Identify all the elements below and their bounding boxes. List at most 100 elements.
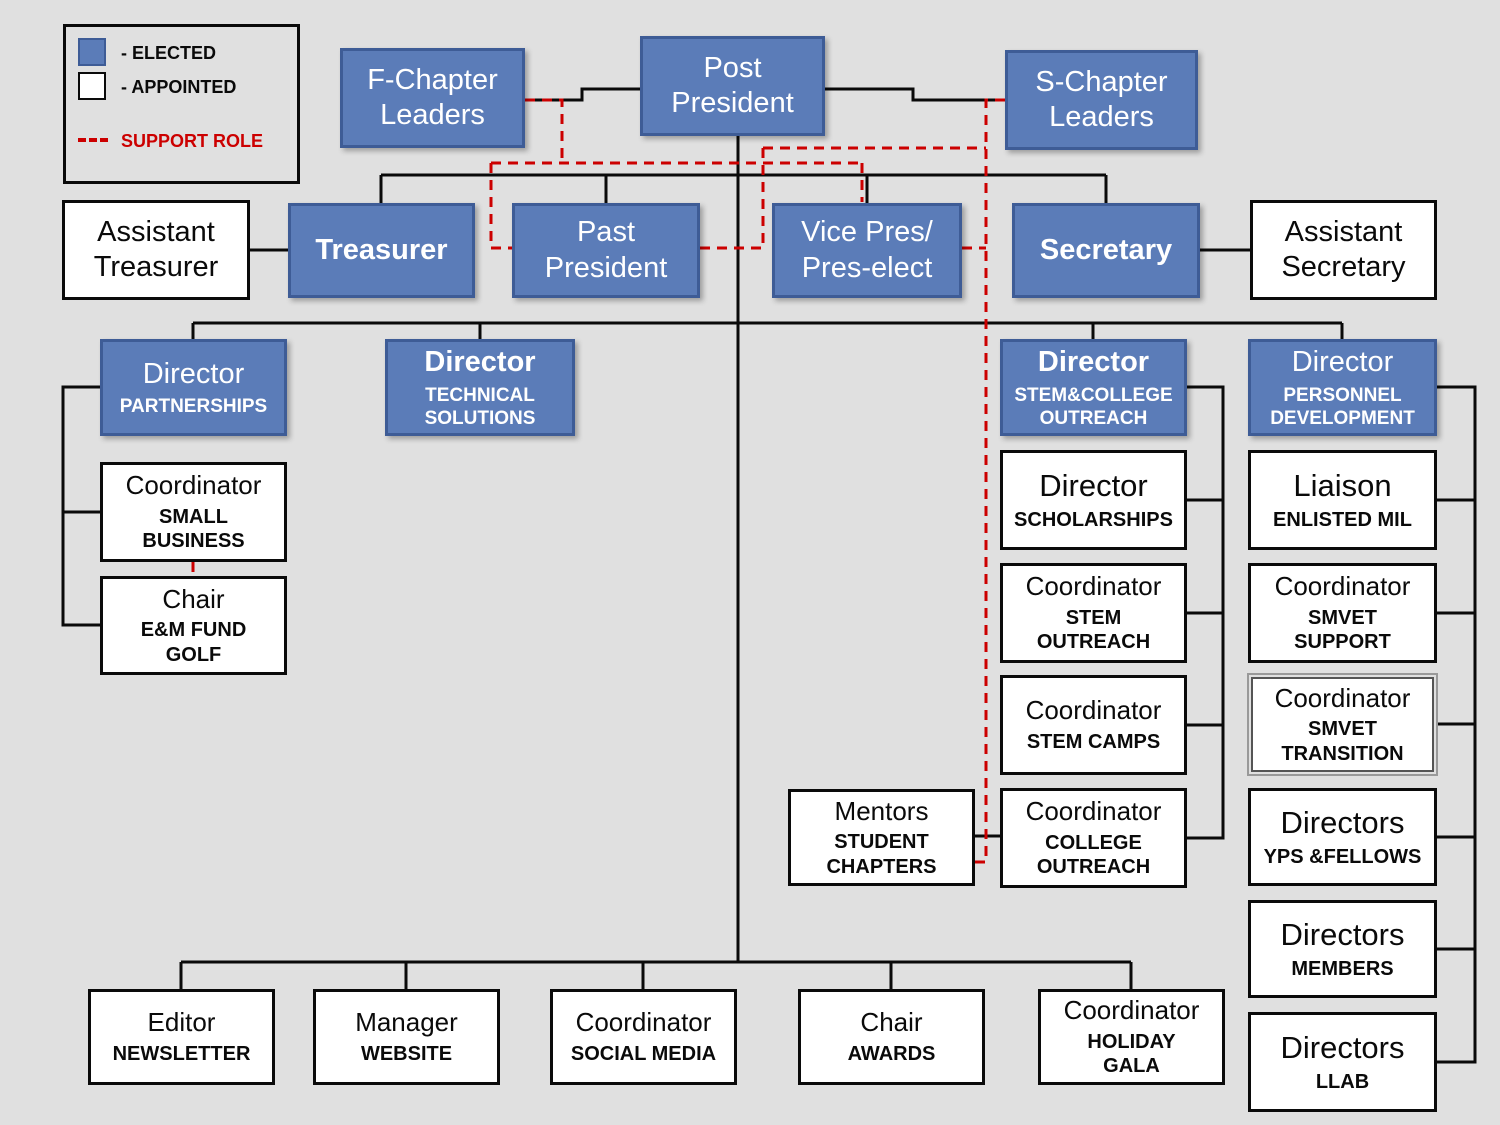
- support-to-past-president: [489, 163, 512, 250]
- node-subtitle: PARTNERSHIPS: [119, 396, 268, 418]
- node-title: Coordinator: [1025, 796, 1162, 827]
- node-liaison-enlisted-mil: Liaison ENLISTED MIL: [1248, 450, 1437, 550]
- node-assistant-secretary: Assistant Secretary: [1250, 200, 1437, 300]
- support-fchapter-down: [525, 98, 564, 163]
- appointed-swatch: [78, 72, 106, 100]
- node-title: Chair: [860, 1007, 923, 1038]
- node-title: Post President: [671, 51, 794, 119]
- node-title: Assistant Secretary: [1281, 215, 1406, 283]
- node-coordinator-stem-outreach: Coordinator STEM OUTREACH: [1000, 563, 1187, 663]
- node-title: Liaison: [1293, 468, 1392, 504]
- node-subtitle: PERSONNEL DEVELOPMENT: [1270, 384, 1415, 429]
- node-subtitle: TECHNICAL SOLUTIONS: [424, 384, 536, 429]
- node-title: Coordinator: [1025, 571, 1162, 602]
- support-connectors: [191, 98, 1005, 864]
- connector-bottom-drops: [179, 962, 1133, 989]
- node-director-scholarships: Director SCHOLARSHIPS: [1000, 450, 1187, 550]
- legend: - ELECTED - APPOINTED SUPPORT ROLE: [63, 24, 300, 184]
- support-role-label: SUPPORT ROLE: [121, 131, 264, 151]
- node-director-partnerships: Director PARTNERSHIPS: [100, 339, 287, 436]
- node-coordinator-smvet-transition: Coordinator SMVET TRANSITION: [1247, 673, 1438, 776]
- node-subtitle: SMVET SUPPORT: [1294, 606, 1391, 654]
- node-title: Treasurer: [315, 233, 448, 266]
- node-title: Coordinator: [1274, 571, 1411, 602]
- appointed-label: - APPOINTED: [121, 77, 237, 97]
- node-directors-llab: Directors LLAB: [1248, 1012, 1437, 1112]
- org-connectors: [61, 87, 1477, 1064]
- connector-president-schapter: [825, 87, 1005, 102]
- node-title: Assistant Treasurer: [93, 215, 219, 283]
- node-coordinator-holiday-gala: Coordinator HOLIDAY GALA: [1038, 989, 1225, 1085]
- node-title: Coordinator: [575, 1007, 712, 1038]
- node-title: Coordinator: [1274, 682, 1411, 713]
- node-chair-awards: Chair AWARDS: [798, 989, 985, 1085]
- node-director-technical-solutions: Director TECHNICAL SOLUTIONS: [385, 339, 575, 436]
- support-role-dash-swatch: [78, 138, 108, 142]
- node-s-chapter-leaders: S-Chapter Leaders: [1005, 50, 1198, 150]
- node-subtitle: COLLEGE OUTREACH: [1036, 831, 1151, 879]
- node-directors-members: Directors MEMBERS: [1248, 900, 1437, 998]
- node-subtitle: NEWSLETTER: [112, 1043, 251, 1066]
- node-title: Director: [1039, 468, 1148, 504]
- node-past-president: Past President: [512, 203, 700, 298]
- node-title: Director: [424, 346, 536, 379]
- node-title: Directors: [1280, 805, 1405, 841]
- node-title: S-Chapter Leaders: [1035, 65, 1168, 133]
- node-coordinator-social-media: Coordinator SOCIAL MEDIA: [550, 989, 737, 1085]
- node-title: Vice Pres/ Pres-elect: [801, 216, 933, 284]
- node-title: Coordinator: [1063, 995, 1200, 1026]
- node-title: Mentors: [834, 795, 929, 826]
- node-title: Coordinator: [125, 470, 262, 501]
- node-subtitle: SMALL BUSINESS: [142, 505, 245, 553]
- node-title: Chair: [162, 583, 225, 614]
- node-f-chapter-leaders: F-Chapter Leaders: [340, 48, 525, 148]
- node-vice-pres-pres-elect: Vice Pres/ Pres-elect: [772, 203, 962, 298]
- node-subtitle: E&M FUND GOLF: [140, 619, 247, 666]
- node-subtitle: HOLIDAY GALA: [1087, 1030, 1176, 1078]
- node-mentors-student-chapters: Mentors STUDENT CHAPTERS: [788, 789, 975, 886]
- node-title: F-Chapter Leaders: [367, 63, 498, 131]
- node-title: Directors: [1280, 1030, 1405, 1066]
- node-title: Directors: [1280, 917, 1405, 953]
- node-subtitle: LLAB: [1315, 1071, 1370, 1094]
- connector-row2-drops: [379, 175, 1108, 203]
- node-post-president: Post President: [640, 36, 825, 136]
- node-subtitle: MEMBERS: [1291, 958, 1394, 981]
- node-coordinator-college-outreach: Coordinator COLLEGE OUTREACH: [1000, 788, 1187, 888]
- node-subtitle: ENLISTED MIL: [1273, 509, 1412, 532]
- node-title: Director: [1291, 346, 1394, 379]
- connector-fchapter-president: [525, 87, 640, 102]
- node-subtitle: SMVET TRANSITION: [1281, 718, 1404, 765]
- node-subtitle: YPS &FELLOWS: [1263, 846, 1422, 869]
- node-treasurer: Treasurer: [288, 203, 475, 298]
- node-coordinator-small-business: Coordinator SMALL BUSINESS: [100, 462, 287, 562]
- connector-personnel-bracket: [1437, 385, 1477, 1064]
- node-secretary: Secretary: [1012, 203, 1200, 298]
- node-title: Past President: [544, 216, 668, 284]
- node-title: Director: [1037, 346, 1150, 379]
- node-manager-website: Manager WEBSITE: [313, 989, 500, 1085]
- node-coordinator-stem-camps: Coordinator STEM CAMPS: [1000, 675, 1187, 775]
- connector-stem-bracket: [1187, 385, 1225, 840]
- support-schapter-long-vertical: [968, 98, 1005, 864]
- node-subtitle: STUDENT CHAPTERS: [826, 831, 937, 878]
- node-subtitle: STEM&COLLEGE OUTREACH: [1014, 384, 1173, 429]
- node-director-stem-college-outreach: Director STEM&COLLEGE OUTREACH: [1000, 339, 1187, 436]
- node-subtitle: WEBSITE: [360, 1043, 453, 1066]
- node-title: Director: [142, 357, 245, 390]
- node-title: Editor: [147, 1007, 216, 1038]
- node-title: Secretary: [1039, 233, 1173, 266]
- elected-swatch: [78, 38, 106, 66]
- node-subtitle: AWARDS: [847, 1043, 936, 1066]
- node-title: Manager: [355, 1007, 458, 1038]
- node-director-personnel-development: Director PERSONNEL DEVELOPMENT: [1248, 339, 1437, 436]
- node-assistant-treasurer: Assistant Treasurer: [62, 200, 250, 300]
- node-coordinator-smvet-support: Coordinator SMVET SUPPORT: [1248, 563, 1437, 663]
- node-directors-yps-fellows: Directors YPS &FELLOWS: [1248, 788, 1437, 886]
- node-editor-newsletter: Editor NEWSLETTER: [88, 989, 275, 1085]
- node-title: Coordinator: [1025, 695, 1162, 726]
- connector-partnerships-bracket: [61, 385, 100, 627]
- elected-label: - ELECTED: [121, 43, 217, 63]
